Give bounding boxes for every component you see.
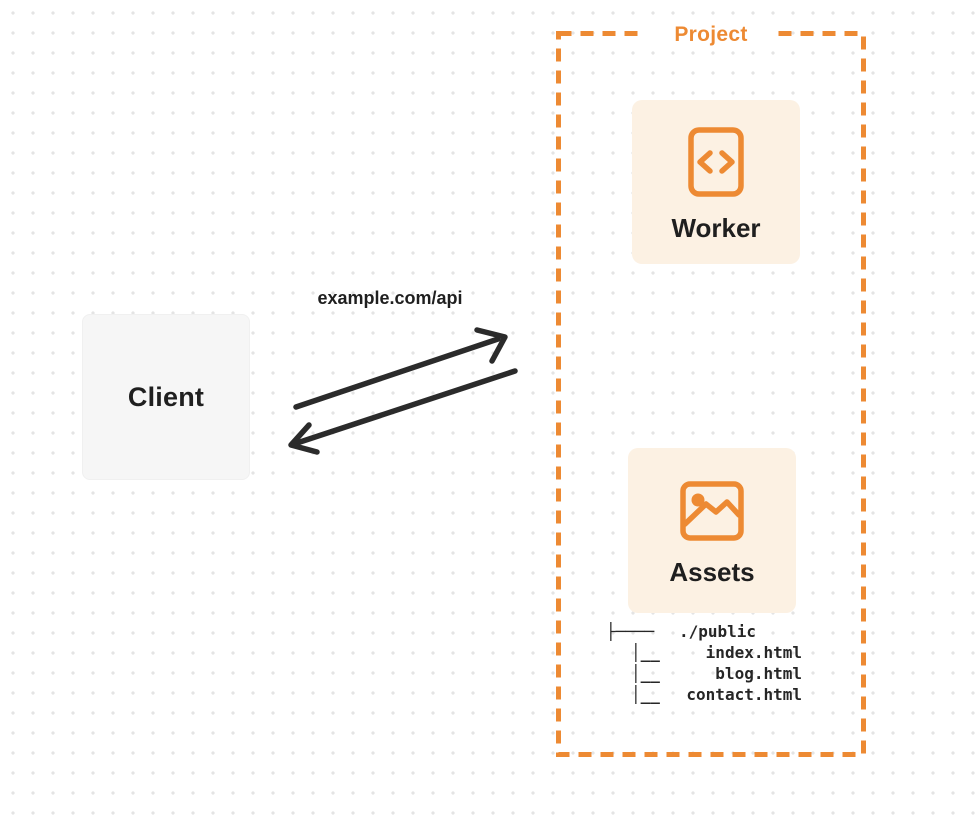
- file-tree-row: │__ blog.html: [606, 663, 802, 684]
- tree-item-name: ./public: [678, 622, 756, 641]
- tree-item-name: contact.html: [686, 685, 802, 704]
- assets-file-tree: ├──── ./public │__ index.html │__ blog.h…: [606, 621, 802, 705]
- file-tree-row: │__ index.html: [606, 642, 802, 663]
- worker-label: Worker: [671, 213, 761, 243]
- code-file-icon: [688, 127, 744, 197]
- response-arrow: [288, 368, 518, 455]
- tree-item-name: index.html: [705, 643, 802, 662]
- tree-item-name: blog.html: [715, 664, 802, 683]
- worker-node: Worker: [632, 100, 800, 264]
- tree-branch-glyph: │__: [631, 643, 660, 662]
- tree-branch-glyph: │__: [631, 664, 660, 683]
- request-url-label: example.com/api: [317, 288, 463, 308]
- client-label: Client: [127, 381, 205, 412]
- file-tree-row: │__ contact.html: [606, 684, 802, 705]
- file-tree-row: ├──── ./public: [606, 621, 802, 642]
- tree-branch-glyph: ├────: [606, 622, 655, 641]
- image-icon: [680, 481, 744, 541]
- assets-label: Assets: [669, 557, 755, 587]
- assets-node: Assets: [628, 448, 796, 613]
- project-label: Project: [644, 20, 778, 50]
- client-node: Client: [82, 314, 250, 480]
- request-arrow: [293, 327, 508, 410]
- tree-branch-glyph: │__: [631, 685, 660, 704]
